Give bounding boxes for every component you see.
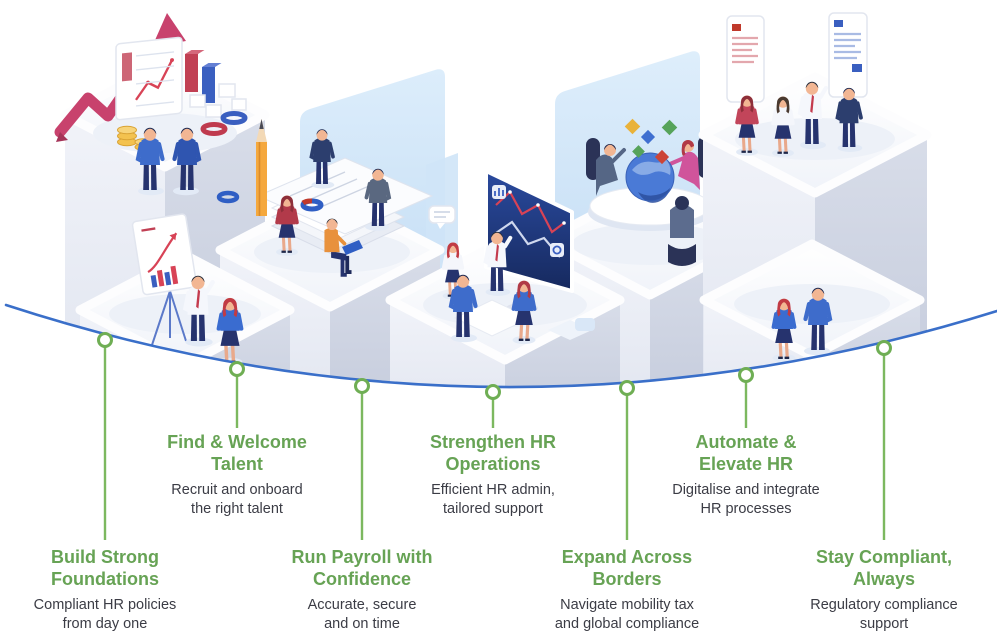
milestone-run-payroll-with-confidence: Run Payroll with Confidence Accurate, se…	[254, 547, 470, 633]
milestone-title: Expand Across Borders	[561, 547, 693, 589]
speech-bubble-icon	[428, 205, 456, 229]
cv-frame-icon	[726, 15, 765, 103]
cv-frame-icon	[828, 12, 868, 98]
pie-chart-icon	[220, 111, 248, 125]
milestone-subtitle: Digitalise and integrate HR processes	[672, 482, 820, 517]
chart-board-icon	[115, 36, 183, 121]
milestone-subtitle: Recruit and onboard the right talent	[171, 482, 303, 517]
cube-icon	[231, 98, 247, 111]
milestone-title: Automate & Elevate HR	[695, 432, 797, 474]
speech-bubble-icon	[575, 318, 595, 331]
ring-chart-icon	[216, 190, 240, 204]
milestone-subtitle: Navigate mobility tax and global complia…	[554, 597, 700, 632]
flipchart-icon	[131, 213, 198, 346]
timeline-dot	[354, 378, 370, 394]
cube-icon	[218, 83, 236, 98]
milestone-title: Find & Welcome Talent	[167, 432, 307, 474]
pie-chart-icon	[200, 122, 228, 136]
milestone-title: Strengthen HR Operations	[430, 432, 556, 474]
laptop-icon	[342, 240, 363, 255]
seated-person-figure	[586, 138, 626, 196]
milestone-stay-compliant-always: Stay Compliant, Always Regulatory compli…	[776, 547, 992, 633]
bar-columns-icon	[185, 50, 222, 118]
milestone-subtitle: Efficient HR admin, tailored support	[431, 482, 555, 517]
milestone-automate-elevate-hr: Automate & Elevate HR Digitalise and int…	[638, 432, 854, 518]
milestone-title: Build Strong Foundations	[51, 547, 159, 589]
milestone-expand-across-borders: Expand Across Borders Navigate mobility …	[519, 547, 735, 633]
seated-person-figure	[668, 196, 696, 266]
milestone-subtitle: Compliant HR policies from day one	[33, 597, 177, 632]
timeline-dot	[738, 367, 754, 383]
timeline-dot	[229, 361, 245, 377]
timeline-dot	[97, 332, 113, 348]
timeline-dot	[485, 384, 501, 400]
milestone-subtitle: Accurate, secure and on time	[307, 597, 417, 632]
milestone-build-strong-foundations: Build Strong Foundations Compliant HR po…	[0, 547, 213, 633]
milestone-strengthen-hr-operations: Strengthen HR Operations Efficient HR ad…	[385, 432, 601, 518]
timeline-connectors	[97, 332, 892, 540]
globe-icon	[625, 152, 675, 203]
timeline-dot	[619, 380, 635, 396]
milestone-title: Stay Compliant, Always	[815, 547, 953, 589]
milestone-subtitle: Regulatory compliance support	[810, 597, 958, 632]
milestone-find-welcome-talent: Find & Welcome Talent Recruit and onboar…	[129, 432, 345, 518]
timeline-curve	[4, 303, 997, 389]
milestone-title: Run Payroll with Confidence	[291, 547, 433, 589]
timeline-dot	[876, 340, 892, 356]
pencil-icon	[256, 119, 267, 216]
